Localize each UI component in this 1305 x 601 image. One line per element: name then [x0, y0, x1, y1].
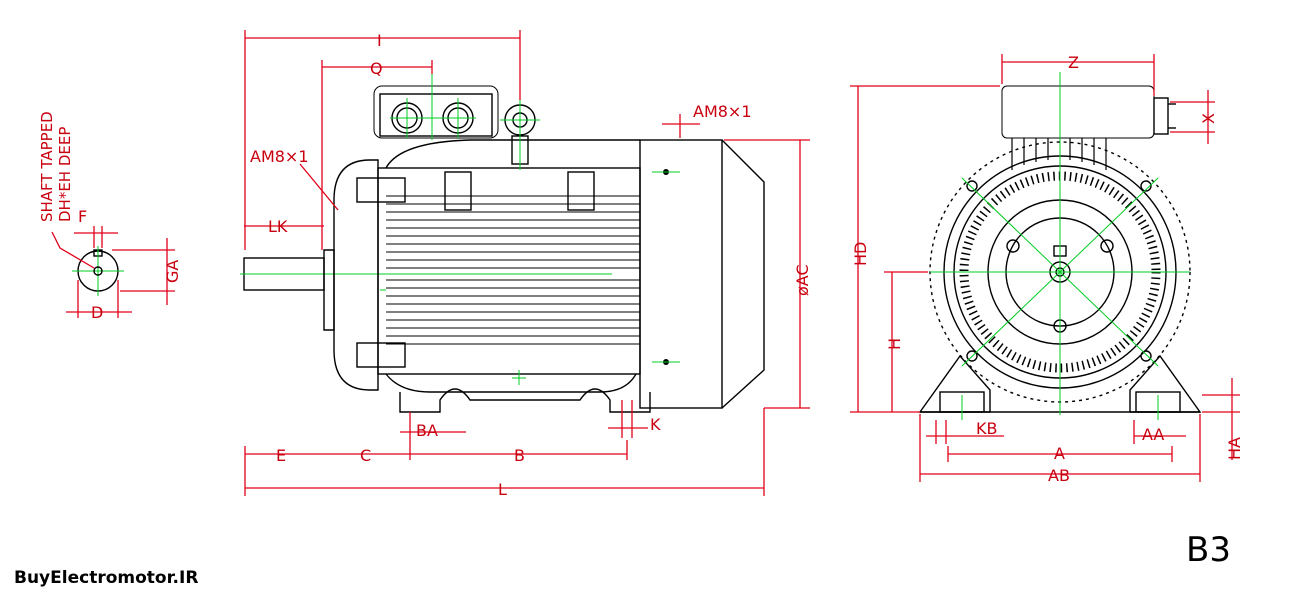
shaft-end-detail: [51, 226, 175, 318]
dim-label-f: F: [78, 207, 87, 226]
dim-label-i: I: [377, 31, 382, 50]
dim-label-c: C: [360, 446, 371, 465]
motor-side-view: [240, 74, 765, 413]
dim-label-aa: AA: [1142, 425, 1164, 444]
dim-label-am8x1-top: AM8×1: [693, 102, 752, 121]
dim-label-l: L: [498, 480, 507, 499]
brand-watermark: BuyElectromotor.IR: [14, 568, 199, 588]
dim-label-ha: HA: [1225, 437, 1244, 460]
dim-label-ga: GA: [163, 260, 182, 283]
dim-label-ac: øAC: [793, 264, 812, 296]
mounting-type-label: B3: [1186, 530, 1231, 570]
motor-front-view: [918, 72, 1202, 420]
dim-label-x: X: [1199, 113, 1218, 124]
dim-label-q: Q: [370, 59, 383, 78]
dim-label-hd: HD: [851, 242, 870, 266]
dim-label-d: D: [91, 303, 103, 322]
dim-label-a: A: [1054, 444, 1065, 463]
dim-label-ba: BA: [416, 421, 438, 440]
side-view-dimensions: [244, 30, 810, 496]
dim-label-am8x1-left: AM8×1: [250, 147, 309, 166]
dim-label-h: H: [885, 338, 904, 350]
cooling-fins: [386, 195, 640, 345]
dim-label-lk: LK: [268, 217, 288, 236]
dim-label-kb: KB: [976, 419, 997, 438]
dim-label-e: E: [276, 446, 286, 465]
dim-label-z: Z: [1068, 53, 1079, 72]
shaft-note-line2: DH*EH DEEP: [56, 127, 74, 222]
dim-label-b: B: [514, 446, 525, 465]
dim-label-k: K: [650, 415, 661, 434]
dim-label-ab: AB: [1048, 466, 1070, 485]
front-view-dimensions: [850, 54, 1240, 482]
shaft-note-line1: SHAFT TAPPED: [38, 111, 56, 222]
